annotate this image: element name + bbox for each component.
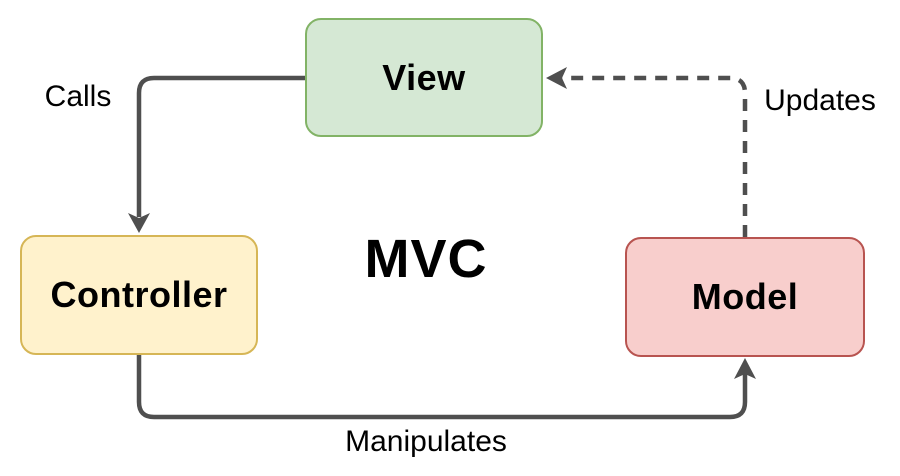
arrowhead-up-icon	[734, 358, 756, 379]
edge-manipulates	[136, 355, 756, 420]
node-model-label: Model	[691, 276, 799, 317]
node-view-label: View	[382, 56, 466, 98]
diagram-title: MVC	[364, 229, 488, 289]
edge-updates	[546, 67, 748, 237]
node-controller: Controller	[20, 235, 258, 355]
node-view: View	[305, 18, 543, 137]
arrowhead-down-icon	[128, 213, 150, 233]
node-model: Model	[625, 237, 865, 357]
edge-calls	[128, 75, 305, 233]
arrowhead-left-icon	[546, 67, 567, 89]
node-controller-label: Controller	[50, 274, 228, 315]
edge-label-calls: Calls	[44, 80, 112, 113]
edge-label-manipulates: Manipulates	[345, 425, 507, 458]
edge-label-updates: Updates	[764, 84, 876, 117]
